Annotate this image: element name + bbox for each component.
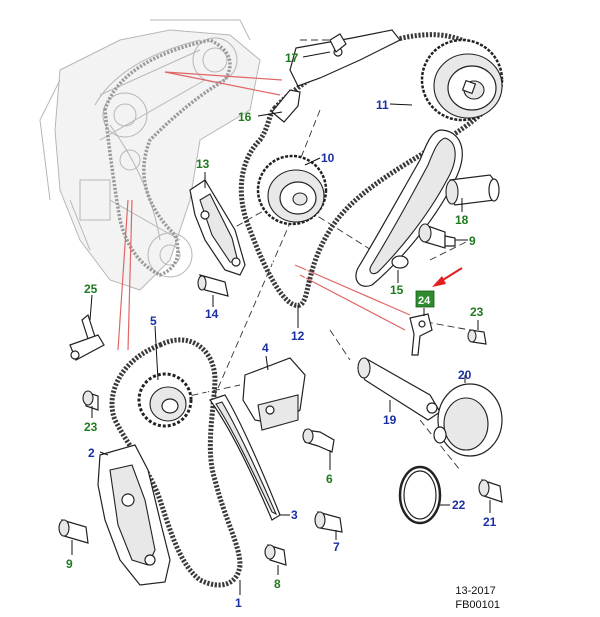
upper-tensioner-arm bbox=[355, 129, 463, 287]
lower-tensioner bbox=[242, 357, 306, 431]
reference-lines bbox=[117, 71, 411, 351]
callout-16: 16 bbox=[238, 110, 252, 124]
upper-tensioner-plunger bbox=[445, 174, 500, 206]
bolt-left bbox=[82, 390, 99, 411]
callout-12: 12 bbox=[291, 329, 305, 343]
bolt-6 bbox=[302, 428, 335, 453]
callout-5: 5 bbox=[150, 314, 157, 328]
callout-9-left: 9 bbox=[66, 557, 73, 571]
callout-13: 13 bbox=[196, 157, 210, 171]
callout-24: 24 bbox=[418, 295, 431, 307]
highlight-arrow bbox=[432, 267, 463, 287]
upper-timing-chain bbox=[238, 32, 495, 308]
callout-23-right: 23 bbox=[470, 305, 484, 319]
callout-14: 14 bbox=[205, 307, 219, 321]
callout-6: 6 bbox=[326, 472, 333, 486]
callout-labels: 1 2 3 4 5 6 7 8 9 9 10 11 12 13 14 15 16… bbox=[66, 51, 497, 610]
lower-timing-chain bbox=[109, 337, 243, 588]
secondary-chain-guide bbox=[189, 179, 246, 276]
callout-19: 19 bbox=[383, 413, 397, 427]
upper-chain-guide bbox=[289, 29, 401, 87]
oil-jet bbox=[69, 313, 105, 361]
footer-date-code: 13-2017 bbox=[455, 585, 496, 597]
callout-3: 3 bbox=[291, 508, 298, 522]
callout-18: 18 bbox=[455, 213, 469, 227]
callout-7: 7 bbox=[333, 540, 340, 554]
leader-lines bbox=[71, 51, 491, 595]
camshaft-sprocket-left bbox=[256, 154, 328, 226]
callout-17-label: 17 bbox=[285, 51, 299, 65]
callout-11: 11 bbox=[376, 98, 389, 112]
callout-20: 20 bbox=[458, 368, 472, 382]
callout-21: 21 bbox=[483, 515, 497, 529]
callout-24-highlight-box bbox=[415, 290, 435, 308]
bolt-right bbox=[418, 223, 456, 249]
bolt-8 bbox=[264, 544, 287, 566]
sensor-bracket bbox=[409, 313, 433, 356]
footer-figure-code: FB00101 bbox=[455, 599, 500, 611]
chain-guide-lower bbox=[97, 444, 171, 586]
tensioner-housing bbox=[433, 383, 503, 457]
bolt-23-right bbox=[467, 329, 487, 345]
callout-22: 22 bbox=[452, 498, 466, 512]
engine-context-ghost bbox=[39, 19, 261, 291]
callout-2: 2 bbox=[88, 446, 95, 460]
o-ring bbox=[398, 465, 442, 525]
camshaft-sprocket-right bbox=[420, 38, 504, 122]
callout-4: 4 bbox=[262, 341, 269, 355]
callout-10: 10 bbox=[321, 151, 335, 165]
callout-8: 8 bbox=[274, 577, 281, 591]
lower-tensioner-plunger bbox=[357, 357, 441, 421]
bush-7 bbox=[314, 511, 343, 533]
dowel-14 bbox=[197, 274, 229, 297]
bolt-21 bbox=[478, 479, 503, 503]
crankshaft-sprocket bbox=[137, 372, 193, 428]
footer-codes: 13-2017 FB00101 bbox=[455, 585, 500, 611]
guide-pad bbox=[271, 89, 301, 123]
callout-23-left: 23 bbox=[84, 420, 98, 434]
callout-9-right: 9 bbox=[469, 234, 476, 248]
dowel-9-left bbox=[58, 519, 89, 544]
callout-25: 25 bbox=[84, 282, 98, 296]
callout-15: 15 bbox=[390, 283, 404, 297]
callout-1: 1 bbox=[235, 596, 242, 610]
